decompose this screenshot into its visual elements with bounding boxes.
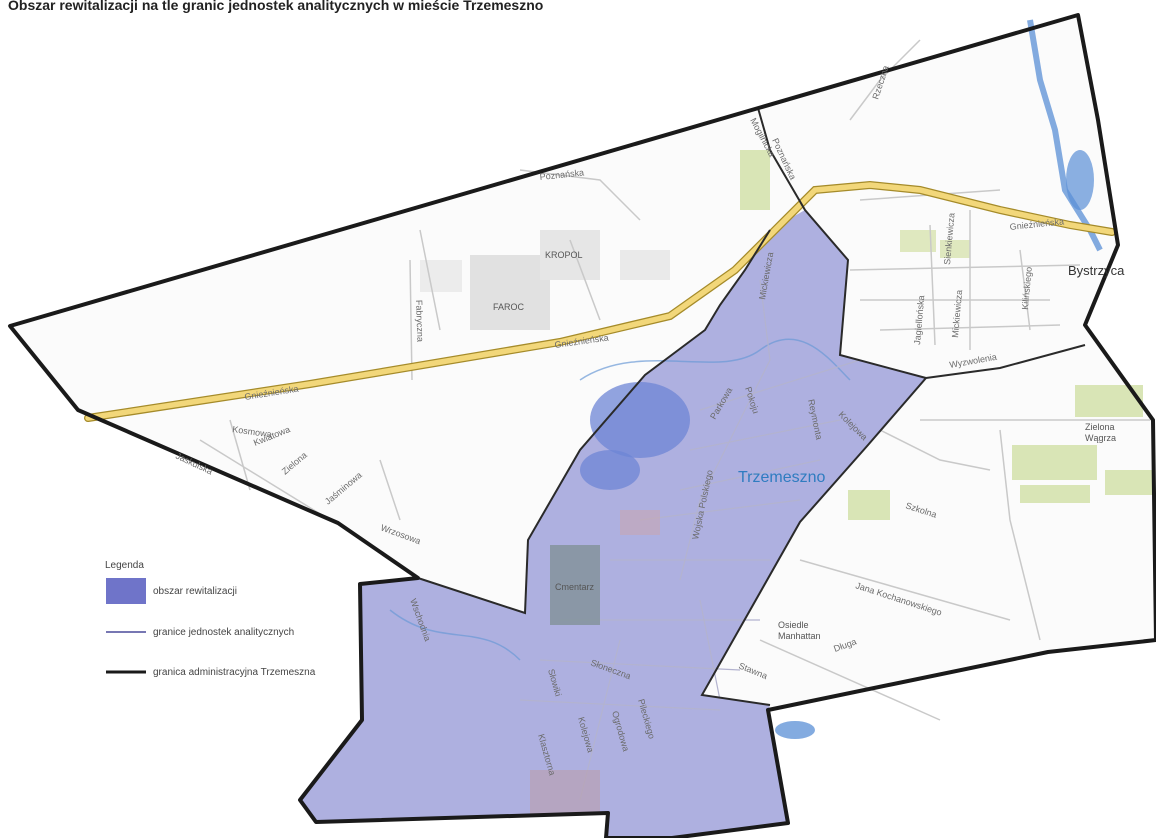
admin-boundary: [8, 13, 1156, 838]
park-zielona-3: [1105, 470, 1153, 495]
legend: Legenda obszar rewitalizacji granice jed…: [105, 560, 316, 678]
factory-block-3: [620, 250, 670, 280]
pond-south: [775, 721, 815, 739]
label-faroc: FAROC: [493, 302, 525, 312]
map-header-title: Obszar rewitalizacji na tle granic jedno…: [8, 0, 543, 13]
label-kropol: KROPOL: [545, 250, 583, 260]
legend-swatch-revitalization: [106, 578, 146, 604]
park-east-2: [940, 240, 970, 258]
label-jagiel: Jagiellońska: [912, 295, 926, 345]
cemetery-block: [550, 545, 600, 625]
pond-north: [1066, 150, 1094, 210]
river-north: [1027, 19, 1103, 252]
analytical-unit-boundaries: [417, 107, 1086, 706]
faroc-block: [470, 255, 550, 330]
legend-label-admin: granica administracyjna Trzemeszna: [153, 667, 316, 678]
block-brown-1: [530, 770, 600, 815]
label-pozna: Poznańska: [539, 167, 584, 182]
legend-label-units: granice jednostek analitycznych: [153, 627, 294, 638]
legend-label-revitalization: obszar rewitalizacji: [153, 586, 237, 597]
park-school: [848, 490, 890, 520]
label-kilinsk: Kilińskiego: [1020, 266, 1034, 310]
label-fabryczna: Fabryczna: [414, 300, 425, 342]
park-east-1: [900, 230, 936, 252]
city-area-fill: [10, 15, 1156, 838]
park-zielona-4: [1020, 485, 1090, 503]
park-north: [740, 150, 770, 210]
label-district-bystrzyca: Bystrzyca: [1068, 263, 1125, 278]
block-brown-2: [620, 510, 660, 535]
label-mickiew2: Mickiewicza: [950, 289, 964, 338]
label-town-trzemeszno: Trzemeszno: [738, 469, 826, 486]
stream-2: [389, 609, 521, 661]
water-bodies: [389, 19, 1103, 739]
label-sienkiew: Sienkiewicza: [942, 212, 956, 265]
unit-boundary-north: [757, 107, 927, 379]
main-road-gnieznienska-fill: [85, 182, 1115, 421]
industrial-blocks: [420, 230, 670, 330]
streets: [199, 39, 1150, 721]
unit-boundary-southeast: [700, 377, 927, 706]
inner-streets: [519, 279, 861, 801]
lake-west: [590, 382, 690, 458]
legend-title: Legenda: [105, 560, 144, 571]
kropol-block: [540, 230, 600, 280]
unit-boundary-west: [417, 229, 771, 615]
lake-west-2: [580, 450, 640, 490]
green-areas: [740, 150, 1153, 520]
revitalization-area: [300, 210, 926, 838]
park-zielona-2: [1012, 445, 1097, 480]
label-cmentarz: Cmentarz: [555, 582, 595, 592]
stream: [579, 338, 851, 381]
unit-boundary-east-street: [925, 344, 1086, 379]
